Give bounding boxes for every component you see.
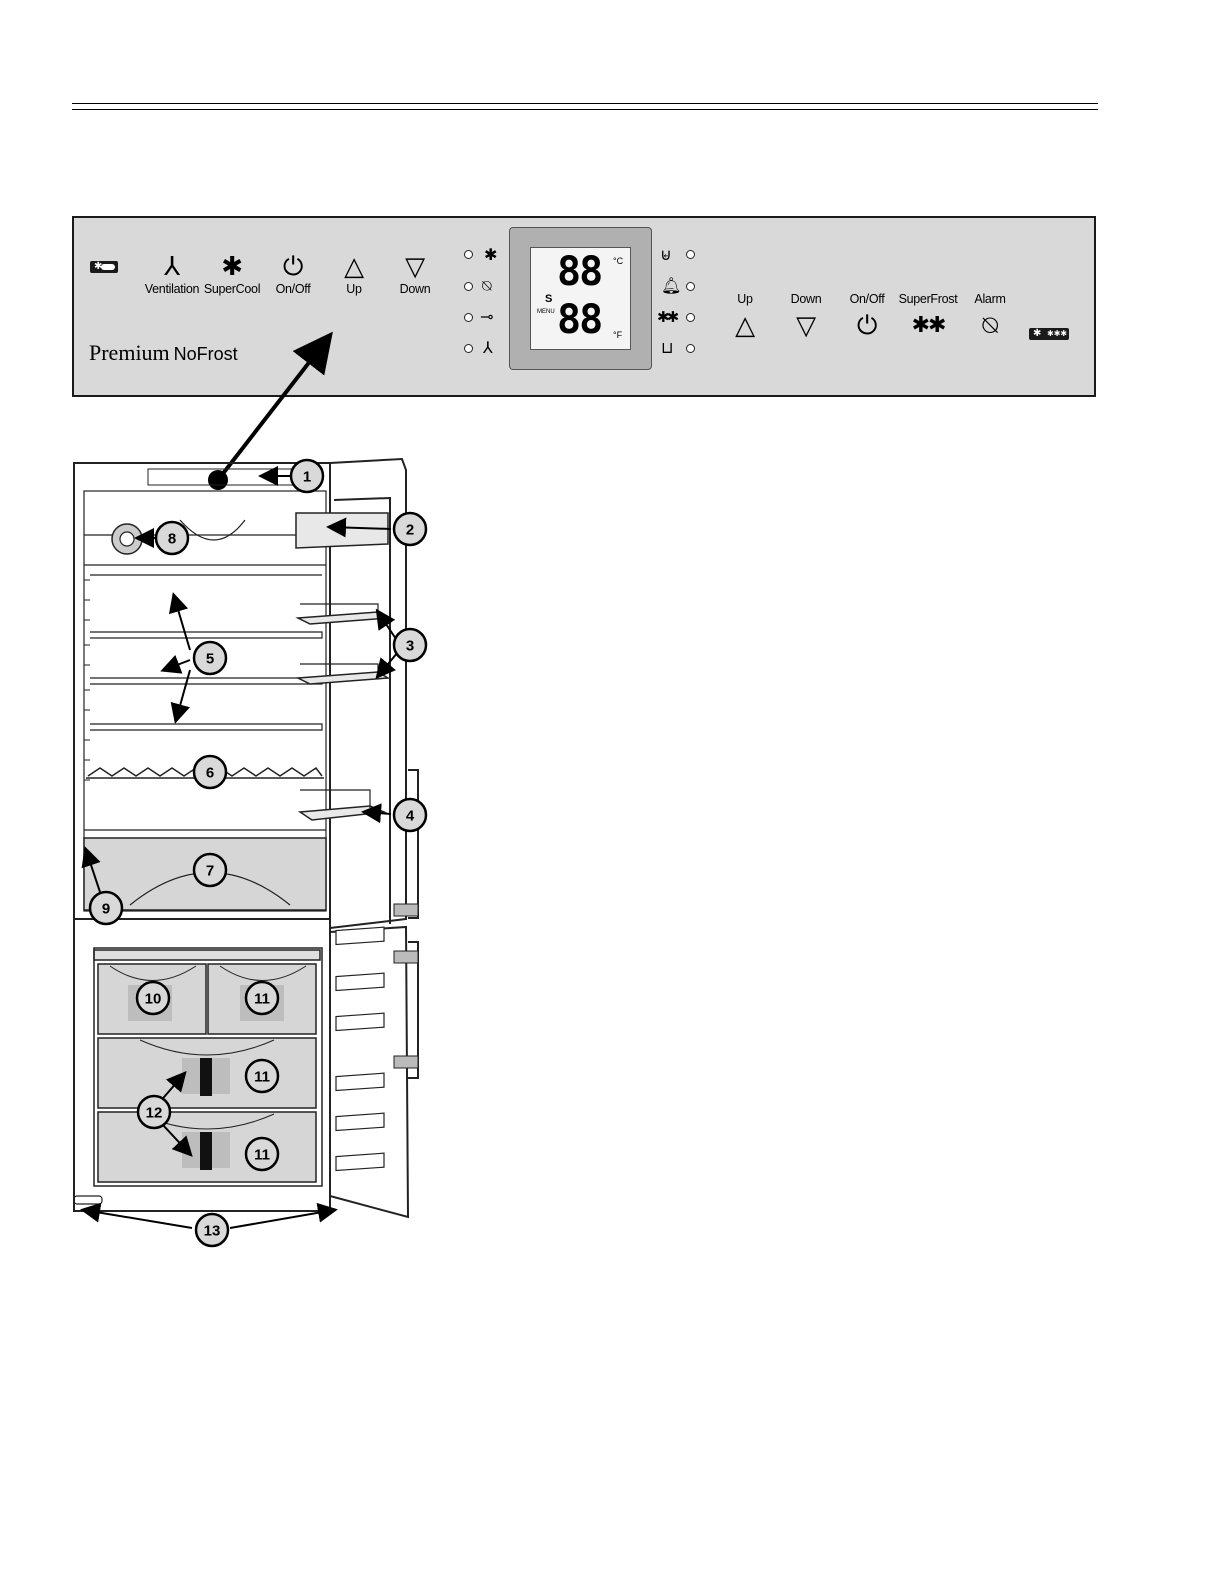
leader-13b [230, 1210, 334, 1228]
leader-5b [164, 660, 190, 670]
freezer-door [330, 927, 408, 1217]
callout-label-4: 4 [406, 808, 415, 825]
callout-label-3: 3 [406, 638, 414, 655]
callout-label-1: 1 [303, 469, 311, 486]
fridge-handle [408, 770, 418, 918]
freezer-door-compartments [336, 927, 384, 1170]
callout-label-13: 13 [204, 1223, 221, 1240]
panel-pointer-dot [208, 470, 228, 490]
callout-label-9: 9 [102, 901, 110, 918]
callout-label-11: 11 [254, 991, 270, 1008]
door-bins [296, 513, 388, 820]
callout-label-10: 10 [145, 991, 162, 1008]
callout-label-2: 2 [406, 522, 414, 539]
leader-13a [84, 1210, 192, 1228]
callout-label-5: 5 [206, 651, 214, 668]
callout-label-11: 11 [254, 1069, 270, 1086]
callout-label-6: 6 [206, 765, 214, 782]
leader-5a [174, 596, 190, 650]
panel-pointer-arrow [218, 338, 328, 480]
callout-label-7: 7 [206, 863, 214, 880]
callout-label-12: 12 [146, 1105, 163, 1122]
leader-3b [378, 652, 398, 676]
callout-label-8: 8 [168, 531, 176, 548]
callout-label-11: 11 [254, 1147, 270, 1164]
